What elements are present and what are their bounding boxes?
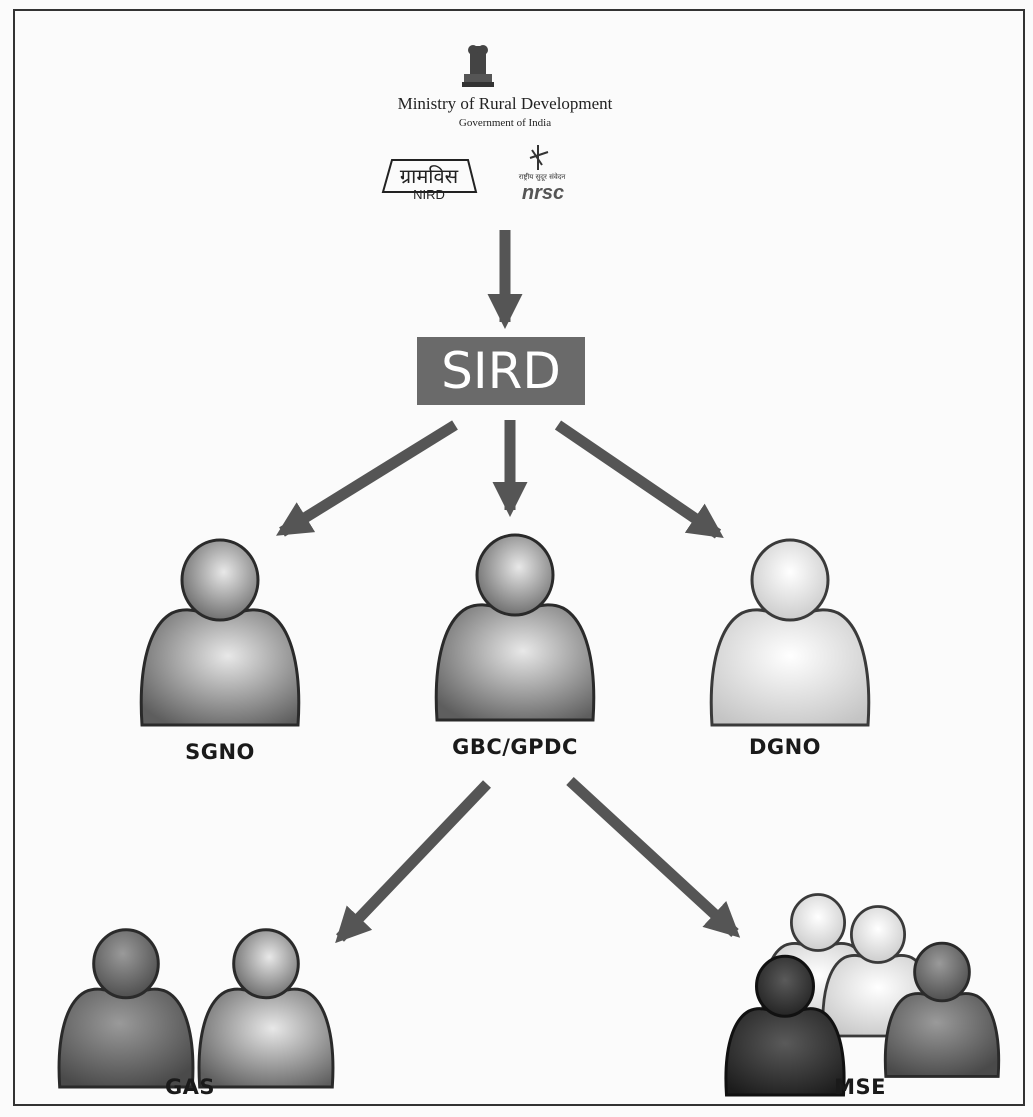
arrow-gbc-to-mse — [566, 776, 741, 938]
government-subtitle: Government of India — [458, 117, 552, 129]
nrsc-devanagari: राष्ट्रीय सुदूर संवेदन — [519, 172, 566, 182]
nrsc-logo: राष्ट्रीय सुदूर संवेदन nrsc — [519, 145, 566, 204]
dgno-label: DGNO — [748, 735, 822, 759]
sird-box — [417, 337, 585, 405]
arrows — [276, 230, 741, 944]
gas-label: GAS — [164, 1075, 216, 1099]
sgno-label: SGNO — [185, 740, 255, 764]
arrow-sird-to-dgno — [554, 420, 724, 539]
arrow-sird-to-sgno — [276, 420, 458, 537]
nrsc-text: nrsc — [522, 182, 564, 204]
sgno-person-icon — [139, 538, 301, 727]
gas-person-icon-1 — [57, 928, 195, 1089]
ministry-title: Ministry of Rural Development — [397, 94, 613, 113]
page-border — [13, 9, 1025, 1106]
mse-label: MSE — [834, 1075, 886, 1099]
sird-label: SIRD — [441, 342, 561, 400]
gbc-gpdc-person-icon — [434, 533, 596, 722]
gas-person-icon-2 — [197, 928, 335, 1089]
nird-devanagari: ग्रामविस — [400, 164, 459, 188]
nird-text: NIRD — [413, 187, 445, 202]
dgno-person-icon — [709, 538, 871, 727]
arrow-gbc-to-gas — [335, 780, 491, 944]
national-emblem-icon — [462, 45, 494, 87]
nird-logo: ग्रामविस NIRD — [381, 159, 478, 202]
gbc-gpdc-label: GBC/GPDC — [452, 735, 578, 759]
